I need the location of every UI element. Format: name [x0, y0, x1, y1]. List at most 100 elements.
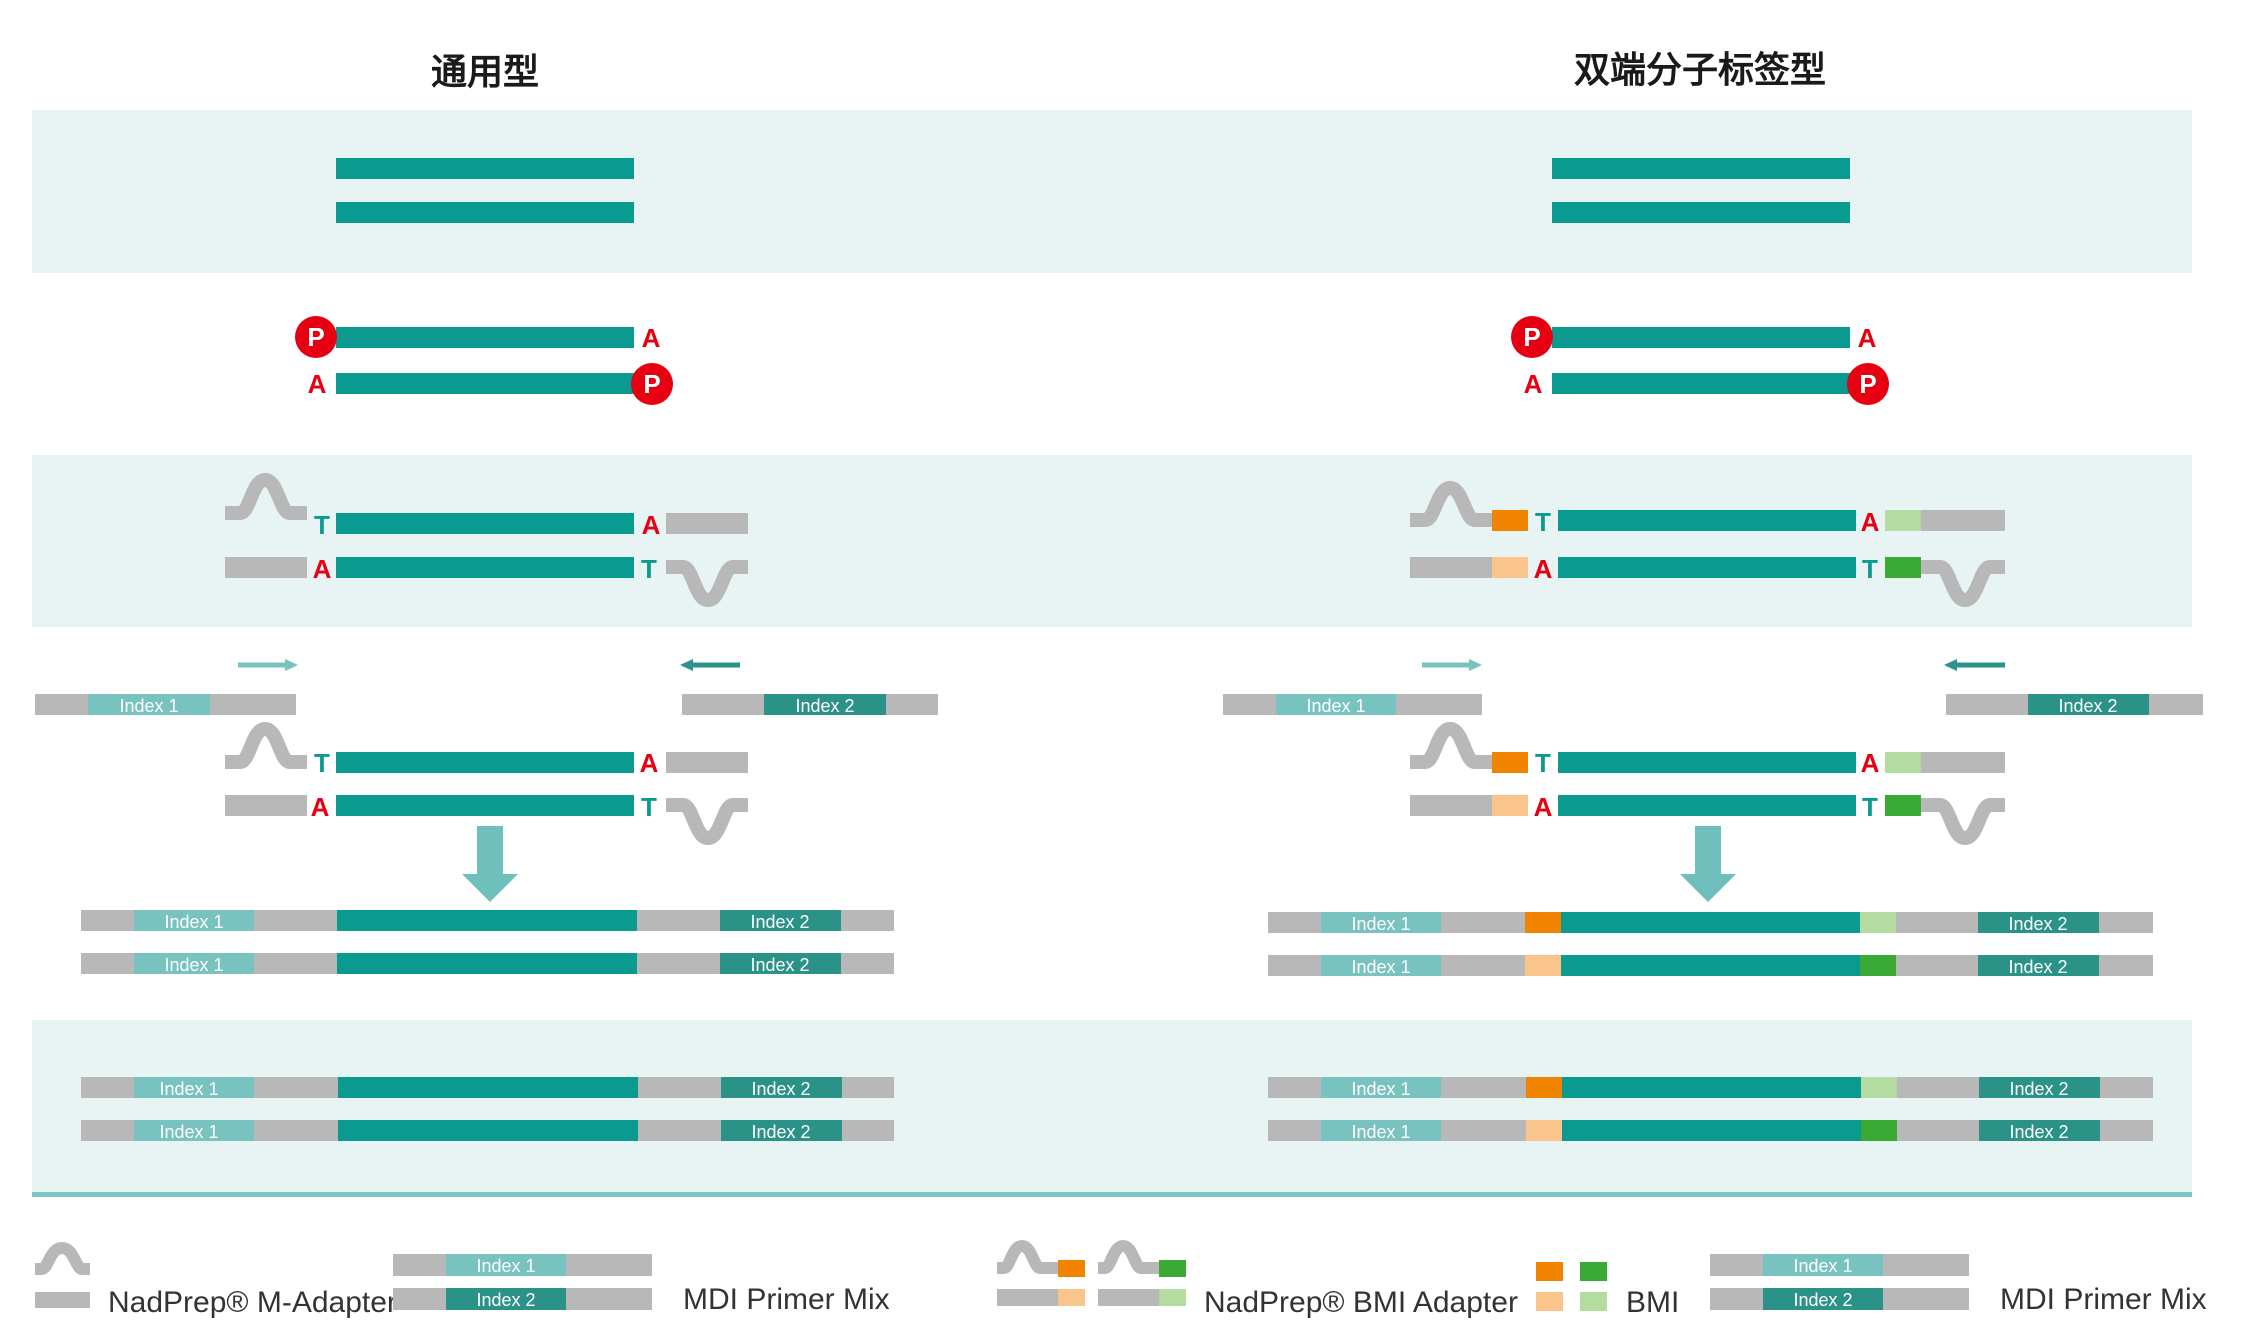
phosphate-group — [631, 363, 673, 405]
index2-segment — [1978, 955, 2099, 976]
bmi-barcode-green — [1861, 1120, 1897, 1141]
a-tail-label: A — [1858, 323, 1877, 353]
index1-label: Index 1 — [1306, 696, 1365, 716]
down-arrow-shaft — [477, 826, 503, 876]
legend-bmi-adapter: NadPrep® BMI Adapter — [1204, 1286, 1518, 1319]
index1-segment — [1321, 912, 1441, 933]
dna-insert — [1562, 1077, 1861, 1098]
adapter-hairpin — [1410, 721, 1492, 769]
a-tail-label: A — [1861, 507, 1880, 537]
adapter-arm — [225, 557, 307, 578]
index2-segment — [2028, 694, 2149, 715]
dna-strand — [336, 327, 634, 348]
dna-strand — [1552, 202, 1850, 223]
index1-label: Index 1 — [159, 1079, 218, 1099]
index1-segment — [1321, 1077, 1441, 1098]
index2-segment — [1979, 1120, 2100, 1141]
adapter-hairpin — [225, 721, 307, 769]
index2-segment — [720, 910, 841, 931]
bmi-adapter-icon-arm — [997, 1289, 1058, 1306]
adapter-arm — [225, 795, 307, 816]
dna-insert — [1561, 955, 1860, 976]
bmi-barcode-lightgreen — [1860, 912, 1896, 933]
index2-label: Index 2 — [751, 1079, 810, 1099]
dna-strand — [1558, 510, 1856, 531]
index1-segment — [1321, 1120, 1441, 1141]
dna-insert — [337, 953, 637, 974]
index2-label: Index 2 — [1793, 1290, 1852, 1310]
adapter-arm — [1921, 752, 2005, 773]
dna-strand — [336, 158, 634, 179]
index2-segment — [721, 1120, 842, 1141]
a-tail-label: A — [1534, 792, 1553, 822]
index2-label: Index 2 — [795, 696, 854, 716]
phosphate-label: P — [1859, 369, 1876, 399]
legend-primer-mix-left: MDI Primer Mix — [683, 1283, 890, 1316]
bmi-barcode-orange — [1492, 510, 1528, 531]
index2-label: Index 2 — [2008, 957, 2067, 977]
index2-segment — [764, 694, 886, 715]
title-universal: 通用型 — [431, 52, 539, 93]
index1-label: Index 1 — [1351, 957, 1410, 977]
adapter-hairpin — [1921, 560, 2005, 608]
dna-insert — [338, 1120, 638, 1141]
dna-strand — [1558, 795, 1856, 816]
t-overhang-label: T — [314, 510, 330, 540]
down-arrow-shaft — [1695, 826, 1721, 876]
index1-label: Index 1 — [164, 912, 223, 932]
bmi-swatch-peach — [1536, 1292, 1563, 1311]
bmi-barcode-lightgreen — [1885, 752, 1921, 773]
index1-segment — [1763, 1254, 1883, 1276]
dna-strand — [336, 373, 634, 394]
bmi-barcode-peach — [1492, 557, 1528, 578]
index2-label: Index 2 — [750, 912, 809, 932]
bmi-barcode-green — [1860, 955, 1896, 976]
bmi-barcode-orange — [1058, 1260, 1085, 1277]
phosphate-group — [1511, 316, 1553, 358]
dna-strand — [336, 795, 634, 816]
a-tail-label: A — [1524, 369, 1543, 399]
legend-m-adapter: NadPrep® M-Adapter — [108, 1286, 397, 1319]
dna-strand — [1552, 158, 1850, 179]
index2-label: Index 2 — [2008, 914, 2067, 934]
index2-segment — [721, 1077, 842, 1098]
adapter-arm — [1921, 510, 2005, 531]
bmi-barcode-peach — [1526, 1120, 1562, 1141]
a-tail-label: A — [308, 369, 327, 399]
adapter-hairpin — [1410, 480, 1492, 527]
m-adapter-icon — [35, 1241, 90, 1275]
dna-insert — [1561, 912, 1860, 933]
band-step-5 — [32, 1020, 2192, 1192]
forward-primer-arrowhead — [1469, 659, 1482, 671]
index2-segment — [1978, 912, 2099, 933]
t-overhang-label: T — [1862, 554, 1878, 584]
legend-bmi: BMI — [1626, 1286, 1679, 1319]
index2-segment — [1979, 1077, 2100, 1098]
down-arrow-head — [462, 874, 518, 902]
dna-insert — [337, 910, 637, 931]
dna-strand — [1552, 327, 1850, 348]
dna-strand — [1558, 557, 1856, 578]
adapter-hairpin — [666, 560, 748, 608]
m-adapter-icon-arm — [35, 1292, 90, 1308]
bmi-swatch-green — [1580, 1262, 1607, 1281]
band-step-1 — [32, 110, 2192, 273]
index1-label: Index 1 — [1351, 914, 1410, 934]
index1-segment — [1321, 955, 1441, 976]
adapter-arm — [1410, 795, 1492, 816]
reverse-primer-arrowhead — [680, 659, 693, 671]
phosphate-label: P — [307, 322, 324, 352]
dna-strand — [336, 557, 634, 578]
index2-label: Index 2 — [476, 1290, 535, 1310]
dna-insert — [338, 1077, 638, 1098]
a-tail-label: A — [642, 323, 661, 353]
index2-segment — [720, 953, 841, 974]
a-tail-label: A — [1861, 748, 1880, 778]
bmi-adapter-icon — [997, 1239, 1058, 1274]
dna-strand — [336, 513, 634, 534]
bmi-swatch-orange — [1536, 1262, 1563, 1281]
bmi-barcode-peach — [1492, 795, 1528, 816]
dna-insert — [1562, 1120, 1861, 1141]
bmi-barcode-green — [1159, 1260, 1186, 1277]
